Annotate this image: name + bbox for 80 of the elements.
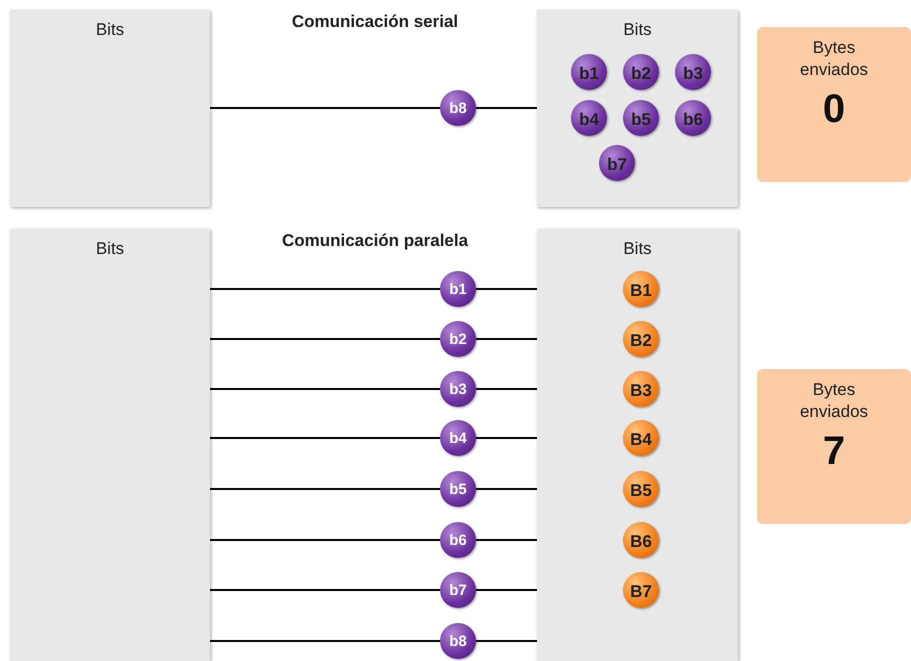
bit-circle: [440, 321, 476, 357]
bit-label: b2: [630, 64, 652, 84]
bit-label: b4: [578, 110, 600, 130]
counter-value: 7: [822, 429, 846, 474]
connector-line: [476, 107, 537, 109]
byte-label: B2: [629, 331, 653, 351]
bit-circle: [440, 271, 476, 307]
connector-line: [210, 388, 440, 390]
bit-label: b1: [578, 64, 600, 84]
panel-heading: Bits: [622, 239, 653, 259]
bit-label: b5: [630, 110, 652, 130]
connector-line: [476, 589, 537, 591]
bit-label: b2: [449, 330, 467, 348]
counter-card: [757, 369, 911, 524]
section-title: Comunicación paralela: [282, 231, 468, 251]
byte-label: B7: [629, 582, 653, 602]
bits-panel: [537, 229, 738, 661]
bit-label: b8: [449, 632, 467, 650]
connector-line: [476, 539, 537, 541]
connector-line: [210, 589, 440, 591]
connector-line: [476, 437, 537, 439]
connector-line: [476, 488, 537, 490]
byte-circle: [623, 371, 659, 407]
counter-value: 0: [822, 87, 846, 132]
panel-heading: Bits: [94, 20, 126, 40]
byte-label: B6: [629, 532, 653, 552]
bits-panel: [537, 10, 738, 207]
panel-heading: Bits: [622, 20, 653, 40]
bits-panel: [10, 229, 210, 661]
bit-circle: [440, 572, 476, 608]
section-title: Comunicación serial: [292, 12, 458, 32]
byte-circle: [623, 522, 659, 558]
connector-line: [210, 288, 440, 290]
connector-line: [476, 338, 537, 340]
bit-circle: [440, 522, 476, 558]
counter-card: [757, 27, 911, 182]
bit-circle: [440, 420, 476, 456]
bit-circle: [623, 100, 659, 136]
bit-circle: [440, 471, 476, 507]
panel-heading: Bits: [94, 239, 126, 259]
byte-circle: [623, 572, 659, 608]
byte-label: B5: [629, 481, 653, 501]
byte-label: B4: [629, 430, 653, 450]
bit-circle: [675, 54, 711, 90]
connector-line: [210, 107, 440, 109]
byte-circle: [623, 271, 659, 307]
bit-label: b3: [449, 380, 467, 398]
connector-line: [210, 640, 440, 642]
bit-label: b3: [682, 64, 704, 84]
bits-panel: [10, 10, 210, 207]
bit-circle: [440, 90, 476, 126]
byte-circle: [623, 420, 659, 456]
counter-caption: Bytes enviados: [798, 379, 870, 423]
connector-line: [210, 539, 440, 541]
bit-circle: [571, 100, 607, 136]
connector-line: [210, 437, 440, 439]
bit-circle: [599, 145, 635, 181]
bit-label: b7: [606, 155, 628, 175]
bit-label: b5: [449, 480, 467, 498]
bit-label: b6: [682, 110, 704, 130]
byte-label: B3: [629, 381, 653, 401]
bit-label: b4: [449, 430, 467, 446]
connector-line: [476, 288, 537, 290]
bit-label: b6: [449, 532, 467, 548]
counter-caption: Bytes enviados: [798, 37, 870, 81]
bit-label: b1: [449, 280, 467, 298]
byte-label: B1: [629, 281, 653, 301]
connector-line: [210, 488, 440, 490]
byte-circle: [623, 471, 659, 507]
connector-line: [476, 640, 537, 642]
bit-circle: [623, 54, 659, 90]
bit-circle: [675, 100, 711, 136]
bit-circle: [440, 623, 476, 659]
connector-line: [476, 388, 537, 390]
bit-label: b8: [449, 100, 467, 116]
bit-circle: [440, 371, 476, 407]
bit-circle: [571, 54, 607, 90]
bit-label: b7: [449, 582, 467, 598]
connector-line: [210, 338, 440, 340]
byte-circle: [623, 321, 659, 357]
